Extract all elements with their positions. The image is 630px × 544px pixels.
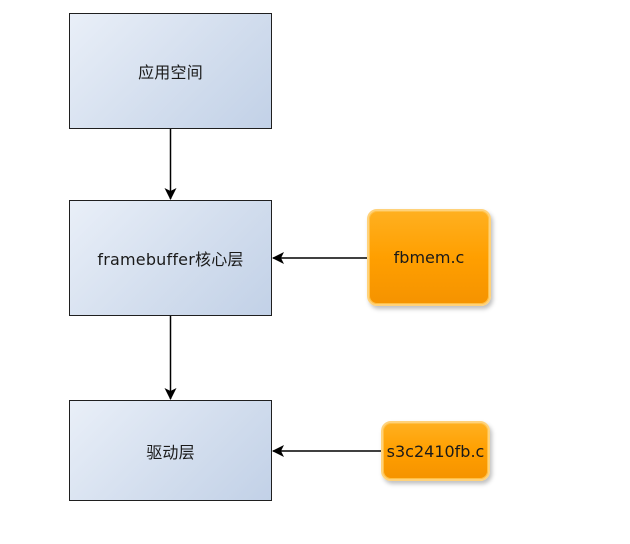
driver-layer-box: 驱动层 (69, 400, 272, 501)
framebuffer-core-label: framebuffer核心层 (97, 250, 244, 269)
fbmem-source-box: fbmem.c (367, 209, 491, 306)
app-space-box: 应用空间 (69, 13, 272, 129)
fbmem-source-label: fbmem.c (393, 248, 465, 267)
s3c2410fb-source-label: s3c2410fb.c (386, 441, 485, 461)
app-space-label: 应用空间 (138, 63, 203, 82)
driver-layer-label: 驱动层 (146, 442, 195, 462)
framebuffer-core-box: framebuffer核心层 (69, 200, 272, 316)
s3c2410fb-source-box: s3c2410fb.c (381, 421, 490, 481)
